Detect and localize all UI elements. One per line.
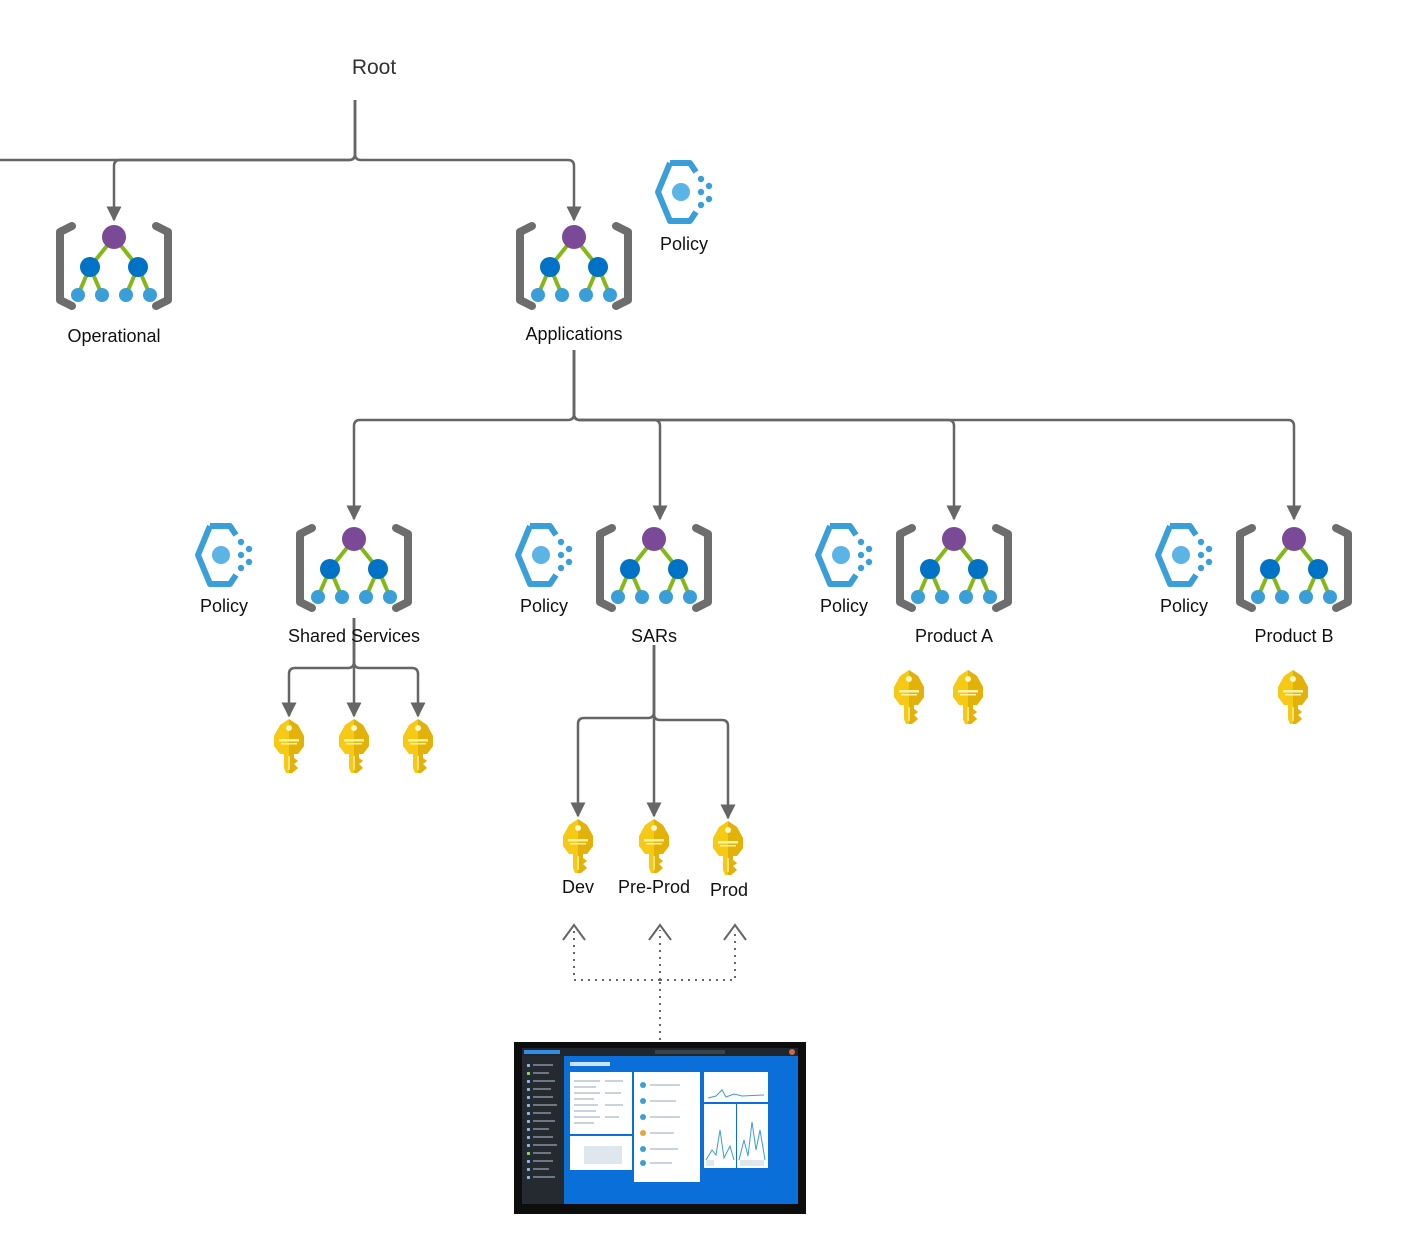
applications-label: Applications — [525, 324, 622, 344]
sars-label: SARs — [631, 626, 677, 646]
dotted-connector-portal-dev — [573, 930, 660, 981]
product-a-label: Product A — [915, 626, 993, 646]
key-icon[interactable] — [639, 819, 669, 873]
policy-label: Policy — [520, 596, 568, 616]
key-icon[interactable] — [403, 719, 433, 773]
policy-icon[interactable] — [198, 526, 252, 584]
connector-root-operational — [106, 100, 357, 222]
key-icon[interactable] — [713, 821, 743, 875]
key-icon[interactable] — [274, 719, 304, 773]
policy-icon[interactable] — [658, 163, 712, 221]
portal-screenshot[interactable] — [514, 1042, 806, 1214]
connector-root-applications — [353, 100, 582, 222]
management-group-icon[interactable] — [1240, 527, 1348, 608]
policy-icon[interactable] — [818, 526, 872, 584]
key-icon[interactable] — [1278, 670, 1308, 724]
policy-label: Policy — [200, 596, 248, 616]
connectors — [0, 100, 1302, 1040]
policy-icon[interactable] — [518, 526, 572, 584]
connector-shared-key-3 — [352, 618, 426, 718]
management-group-icon[interactable] — [300, 527, 408, 608]
prod-label: Prod — [710, 880, 748, 900]
root-label: Root — [352, 56, 397, 79]
preprod-label: Pre-Prod — [618, 877, 690, 897]
shared-services-label: Shared Services — [288, 626, 420, 646]
open-arrow-preprod-icon — [648, 923, 672, 941]
connector-applications-shared-services — [346, 350, 576, 521]
key-icon[interactable] — [339, 719, 369, 773]
management-group-icon[interactable] — [900, 527, 1008, 608]
dotted-connector-portal-prod — [660, 930, 736, 981]
policy-label: Policy — [660, 234, 708, 254]
connector-applications-product-b — [572, 350, 1302, 521]
dev-label: Dev — [562, 877, 594, 897]
management-group-icon[interactable] — [60, 225, 168, 306]
key-icon[interactable] — [894, 670, 924, 724]
policy-icon[interactable] — [1158, 526, 1212, 584]
connector-applications-product-a — [572, 350, 962, 521]
connector-sars-dev — [570, 645, 656, 818]
key-icon[interactable] — [563, 819, 593, 873]
operational-label: Operational — [67, 326, 160, 346]
policy-label: Policy — [820, 596, 868, 616]
connector-applications-sars — [572, 350, 668, 521]
product-b-label: Product B — [1254, 626, 1333, 646]
connector-sars-prod — [652, 645, 736, 820]
key-icon[interactable] — [953, 670, 983, 724]
open-arrow-prod-icon — [723, 923, 747, 941]
open-arrow-dev-icon — [562, 923, 586, 941]
policy-label: Policy — [1160, 596, 1208, 616]
management-group-icon[interactable] — [520, 225, 628, 306]
management-group-icon[interactable] — [600, 527, 708, 608]
connector-root-left — [0, 100, 357, 162]
